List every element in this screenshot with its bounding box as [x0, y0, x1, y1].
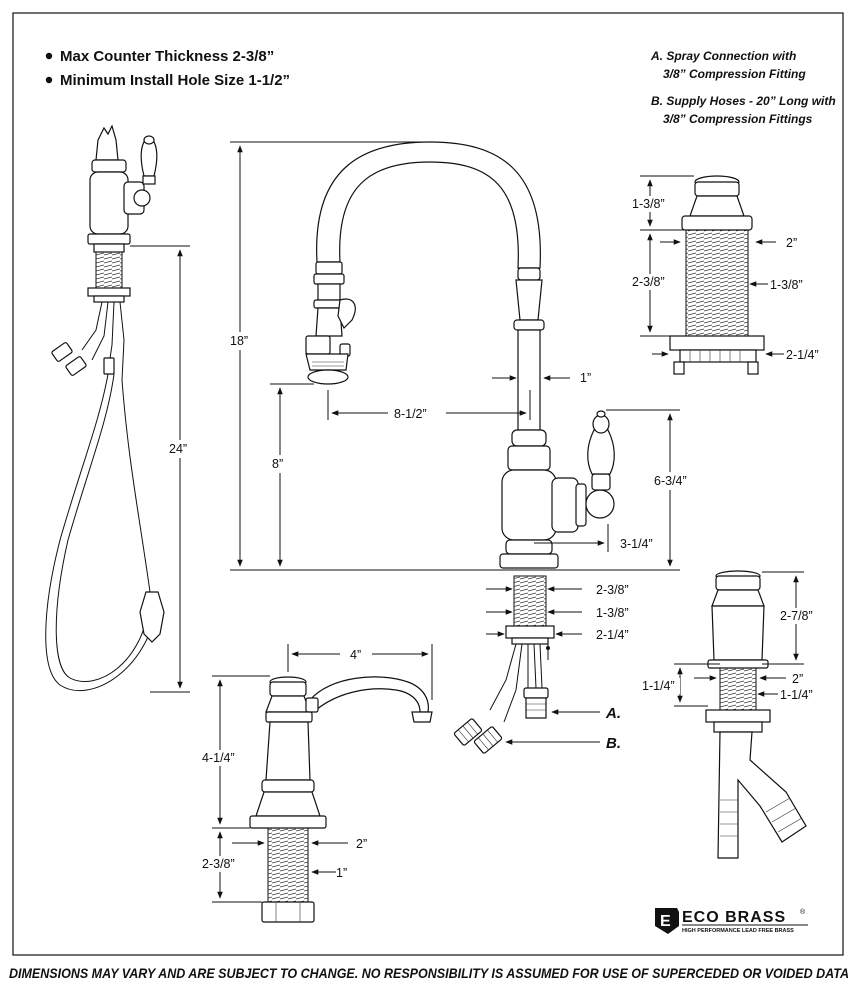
dim-filter-238-label: 2-3/8”	[202, 857, 235, 871]
dim-18-label: 18”	[230, 334, 248, 348]
dim-air-gap-114b-label: 1-1/4”	[780, 688, 813, 702]
dim-3-1-4-label: 3-1/4”	[620, 537, 653, 551]
dim-6-3-4-label: 6-3/4”	[654, 474, 687, 488]
dim-shank-138-label: 1-3/8”	[596, 606, 629, 620]
logo-mark: E	[660, 913, 671, 930]
air-gap-dims: 2-7/8” 1-1/4” 2” 1-1/4”	[640, 571, 818, 707]
callout-a-label: A.	[605, 705, 621, 722]
dim-1-label: 1”	[580, 371, 591, 385]
dim-shank-214-label: 2-1/4”	[596, 628, 629, 642]
logo-name: ECO BRASS	[682, 909, 786, 926]
logo-registered: ®	[800, 908, 806, 916]
dim-shank-238-label: 2-3/8”	[596, 583, 629, 597]
spec-bullets: Max Counter Thickness 2-3/8” Minimum Ins…	[45, 48, 290, 89]
dim-sprayer-2-label: 2”	[786, 236, 797, 250]
callout-ab: A. B.	[505, 705, 621, 752]
note-a-line2: 3/8” Compression Fitting	[663, 67, 806, 81]
filter-dims: 4” 4-1/4” 2-3/8” 2” 1”	[200, 644, 433, 903]
dim-18: 18”	[228, 141, 680, 571]
bullet-counter-thickness: Max Counter Thickness 2-3/8”	[60, 48, 274, 65]
dim-air-gap-114-label: 1-1/4”	[642, 679, 675, 693]
dim-8-1-2: 8-1/2”	[327, 390, 531, 421]
note-a-line1: A. Spray Connection with	[650, 49, 796, 63]
dim-air-gap-2-label: 2”	[792, 672, 803, 686]
side-sprayer	[669, 175, 765, 375]
logo-tagline: HIGH PERFORMANCE LEAD FREE BRASS	[682, 928, 794, 934]
dim-air-gap-278-label: 2-7/8”	[780, 609, 813, 623]
callout-b-label: B.	[606, 735, 621, 752]
dim-8: 8”	[270, 383, 314, 567]
sprayer-dims: 1-3/8” 2-3/8” 2” 1-3/8” 2-1/4”	[630, 175, 819, 362]
dim-filter-2-label: 2”	[356, 837, 367, 851]
filter-faucet	[249, 676, 433, 923]
eco-brass-logo: E ECO BRASS ® HIGH PERFORMANCE LEAD FREE…	[655, 908, 808, 934]
dim-3-1-4: 3-1/4”	[534, 524, 653, 552]
drawing-border	[12, 12, 844, 956]
dim-8-1-2-label: 8-1/2”	[394, 407, 427, 421]
dim-filter-4-label: 4”	[350, 648, 361, 662]
dim-1: 1”	[492, 371, 591, 385]
dim-24-label: 24”	[169, 442, 187, 456]
dim-sprayer-238-label: 2-3/8”	[632, 275, 665, 289]
dim-filter-1-label: 1”	[336, 866, 347, 880]
dim-24: 24”	[130, 245, 194, 693]
dim-shank: 2-3/8” 1-3/8” 2-1/4”	[486, 583, 629, 642]
connection-notes: A. Spray Connection with 3/8” Compressio…	[650, 49, 836, 126]
dim-6-3-4: 6-3/4”	[606, 409, 688, 567]
dim-filter-414-label: 4-1/4”	[202, 751, 235, 765]
air-gap	[705, 570, 807, 859]
note-b-line2: 3/8” Compression Fittings	[663, 112, 813, 126]
dim-8-label: 8”	[272, 457, 283, 471]
note-b-line1: B. Supply Hoses - 20” Long with	[651, 94, 836, 108]
dim-sprayer-138b-label: 1-3/8”	[770, 278, 803, 292]
faucet-side-view	[45, 124, 165, 691]
faucet-front-view	[305, 141, 615, 754]
dim-sprayer-138-label: 1-3/8”	[632, 197, 665, 211]
disclaimer: DIMENSIONS MAY VARY AND ARE SUBJECT TO C…	[9, 965, 849, 981]
bullet-install-hole: Minimum Install Hole Size 1-1/2”	[60, 72, 290, 89]
dim-sprayer-214-label: 2-1/4”	[786, 348, 819, 362]
